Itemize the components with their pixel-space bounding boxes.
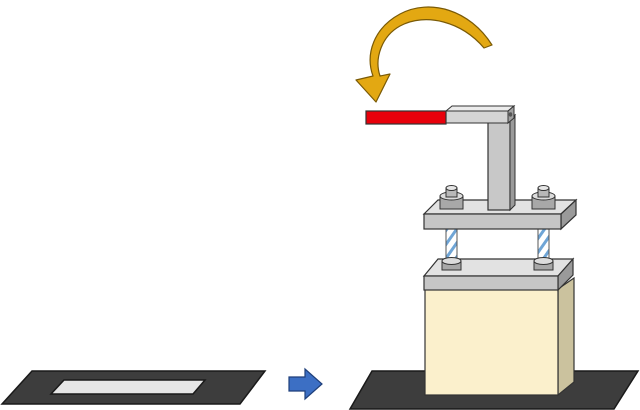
specimen-sheet: [49, 379, 207, 395]
press-column: [486, 113, 517, 212]
sample-block-front: [424, 288, 559, 396]
sample-block-side: [557, 276, 575, 397]
upper-nut-left: [439, 185, 464, 210]
right-arrow-icon: [288, 367, 323, 401]
rotate-counterclockwise-icon: [355, 6, 493, 103]
sample-block: [424, 276, 575, 397]
upper-nuts: [439, 185, 556, 210]
handle-grip: [365, 110, 447, 125]
handle-arm: [365, 104, 516, 125]
lower-nut-right: [533, 257, 554, 271]
left-base-plate-group: [0, 370, 267, 405]
lower-nuts: [441, 257, 554, 271]
upper-nut-right: [531, 185, 556, 210]
threaded-rods: [445, 225, 550, 265]
lower-nut-left: [441, 257, 462, 271]
